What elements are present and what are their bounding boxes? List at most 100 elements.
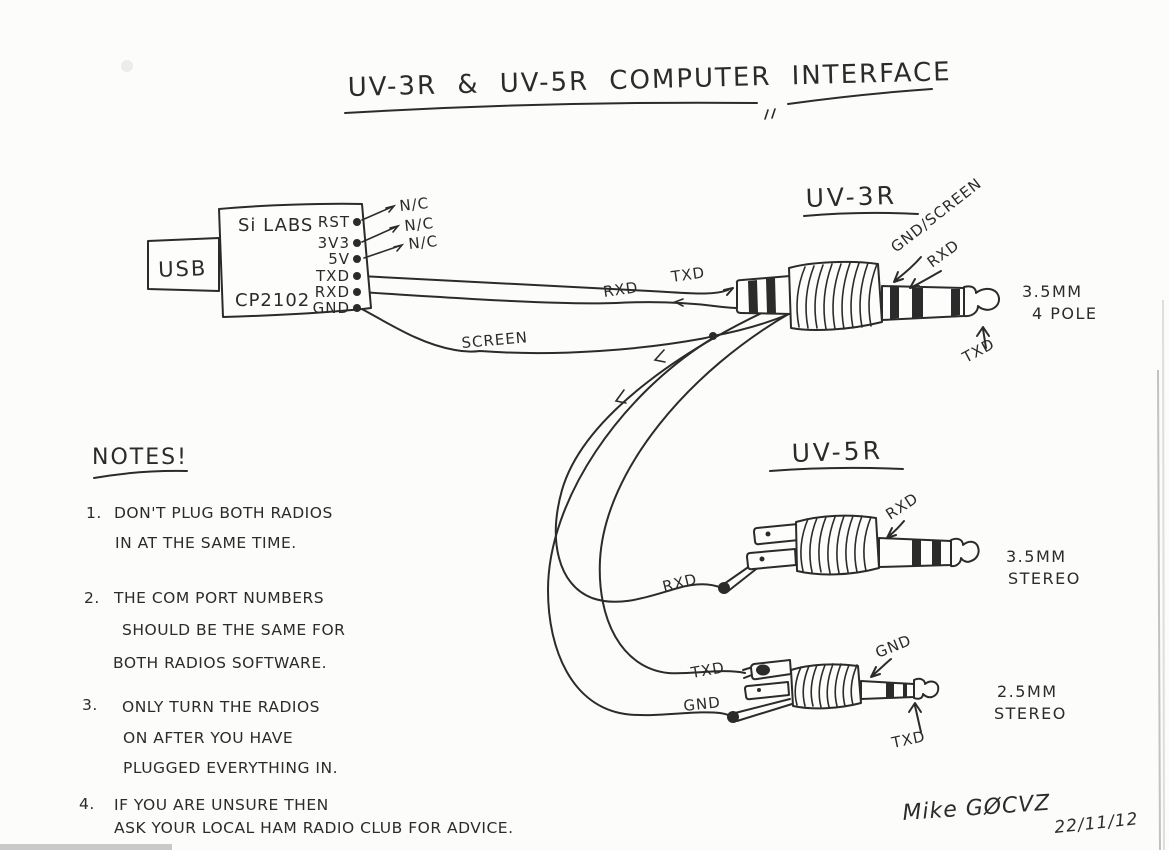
pin-label-5v: 5V	[328, 250, 350, 268]
notes-underline	[93, 469, 188, 479]
note-number: 4.	[79, 795, 95, 813]
uv3r-shaft-band	[890, 287, 899, 319]
plug35-band	[912, 539, 921, 566]
uv5r-heading-underline	[769, 466, 904, 472]
plug25-size: 2.5MM	[997, 682, 1058, 701]
plug25-band	[886, 682, 894, 698]
arrow-plug25-txd	[908, 702, 922, 733]
nc-label: N/C	[404, 214, 435, 235]
wire-label-rxd: RXD	[602, 278, 639, 301]
uv3r-rear-band	[748, 280, 758, 313]
solder-dot-gnd	[727, 711, 739, 723]
uv3r-heading-underline	[803, 211, 919, 217]
tab-hole	[757, 688, 761, 692]
wire-txd	[359, 275, 729, 295]
plug35-tab	[753, 523, 800, 546]
uv3r-plug-drawing	[735, 260, 1001, 331]
pin-label-3v3: 3V3	[318, 234, 350, 252]
note-line: THE COM PORT NUMBERS	[113, 589, 324, 607]
plug35-tip	[950, 537, 980, 568]
arrow-plug25-gnd	[870, 658, 892, 678]
plug25-body	[790, 663, 862, 710]
pin-dot	[353, 288, 361, 296]
paper-edge-right-2	[1162, 299, 1165, 850]
plug35-band	[932, 540, 941, 565]
note-line: ONLY TURN THE RADIOS	[122, 698, 320, 716]
pin-label-rst: RST	[318, 213, 350, 231]
chip-brand-label: Si LABS	[238, 215, 313, 236]
loop-rxd	[555, 304, 780, 603]
uv3r-heading: UV-3R	[805, 181, 897, 213]
uv5r35-label-rxd: RXD	[882, 489, 921, 523]
paper-smudge	[121, 60, 133, 72]
loop-gnd	[547, 337, 734, 718]
tab-hole	[765, 531, 771, 537]
wire-label-screen: SCREEN	[461, 328, 529, 352]
nc-label: N/C	[399, 194, 430, 215]
notes-heading: NOTES!	[92, 445, 188, 470]
loop-tick-2	[653, 349, 666, 363]
pin-label-txd: TXD	[315, 267, 350, 285]
note-line: IF YOU ARE UNSURE THEN	[114, 796, 329, 814]
solder-dot-rxd	[718, 582, 730, 594]
nc-pointer-3	[363, 243, 405, 259]
pin-dot	[353, 304, 361, 312]
usb-label: USB	[158, 256, 208, 282]
lead-gnd-25	[734, 698, 793, 722]
uv5r35-wire-label-rxd: RXD	[661, 570, 700, 596]
plug35-tab	[746, 548, 797, 571]
wire-label-txd: TXD	[669, 263, 706, 286]
uv3r-label-txd: TXD	[959, 335, 998, 367]
title-underline-right	[787, 88, 933, 105]
uv3r-plug-body	[788, 260, 883, 331]
uv3r-body-hatching	[796, 262, 878, 330]
scan-strip-bottom	[0, 844, 172, 850]
uv3r-rear-band	[766, 278, 776, 314]
uv3r-plug-rear	[735, 275, 793, 315]
plug35-body-hatching	[800, 515, 872, 574]
arrow-uv3r-txd	[976, 326, 990, 349]
arrow-plug35-rxd	[886, 520, 905, 539]
nc-pointer-1	[361, 204, 397, 221]
arrow-uv3r-rxd	[909, 270, 942, 289]
plug25-tip	[913, 677, 940, 700]
uv5r25-label-gnd: GND	[873, 631, 914, 662]
note-line: DON'T PLUG BOTH RADIOS	[114, 504, 333, 522]
page-title: UV-3R & UV-5R COMPUTER INTERFACE	[347, 57, 952, 103]
note-line: BOTH RADIOS SOFTWARE.	[113, 654, 327, 672]
plug25-body-hatching	[794, 663, 858, 708]
nc-pointer-2	[361, 224, 401, 243]
plug25-type: STEREO	[994, 704, 1067, 723]
uv3r-shaft-band	[912, 288, 923, 318]
nc-label: N/C	[408, 232, 439, 253]
uv5r25-wire-label-gnd: GND	[683, 693, 722, 715]
note-line: IN AT THE SAME TIME.	[115, 534, 297, 552]
plug25-tab	[744, 681, 790, 701]
uv3r-plug-size: 3.5MM	[1022, 282, 1083, 301]
note-line: PLUGGED EVERYTHING IN.	[123, 759, 338, 777]
usb-plug-drawing	[147, 237, 220, 292]
loop-tick-1	[614, 389, 627, 404]
note-number: 1.	[86, 504, 102, 522]
label-gnd-screen: GND/SCREEN	[887, 174, 985, 256]
uv3r-label-rxd: RXD	[924, 236, 963, 271]
note-line: ASK YOUR LOCAL HAM RADIO CLUB FOR ADVICE…	[114, 819, 514, 837]
wires	[359, 275, 793, 723]
uv3r-shaft-band	[951, 289, 960, 316]
note-line: SHOULD BE THE SAME FOR	[122, 621, 345, 639]
title-ditto-mark	[764, 108, 776, 120]
pin-dot	[353, 272, 361, 280]
chip-model-label: CP2102	[235, 290, 310, 311]
note-number: 2.	[84, 589, 100, 607]
signature-date: 22/11/12	[1053, 809, 1139, 838]
junction-dot	[709, 332, 717, 340]
pin-label-rxd: RXD	[315, 283, 350, 301]
signature: Mike GØCVZ 22/11/12	[902, 791, 1140, 838]
plug35-size: 3.5MM	[1006, 547, 1067, 566]
paper-edge-right	[1157, 369, 1161, 850]
note-line: ON AFTER YOU HAVE	[123, 729, 293, 747]
plug25-band	[903, 683, 907, 697]
pin-dot	[353, 255, 361, 263]
tab-hole	[759, 556, 765, 562]
uv3r-plug-type: 4 POLE	[1032, 304, 1098, 323]
